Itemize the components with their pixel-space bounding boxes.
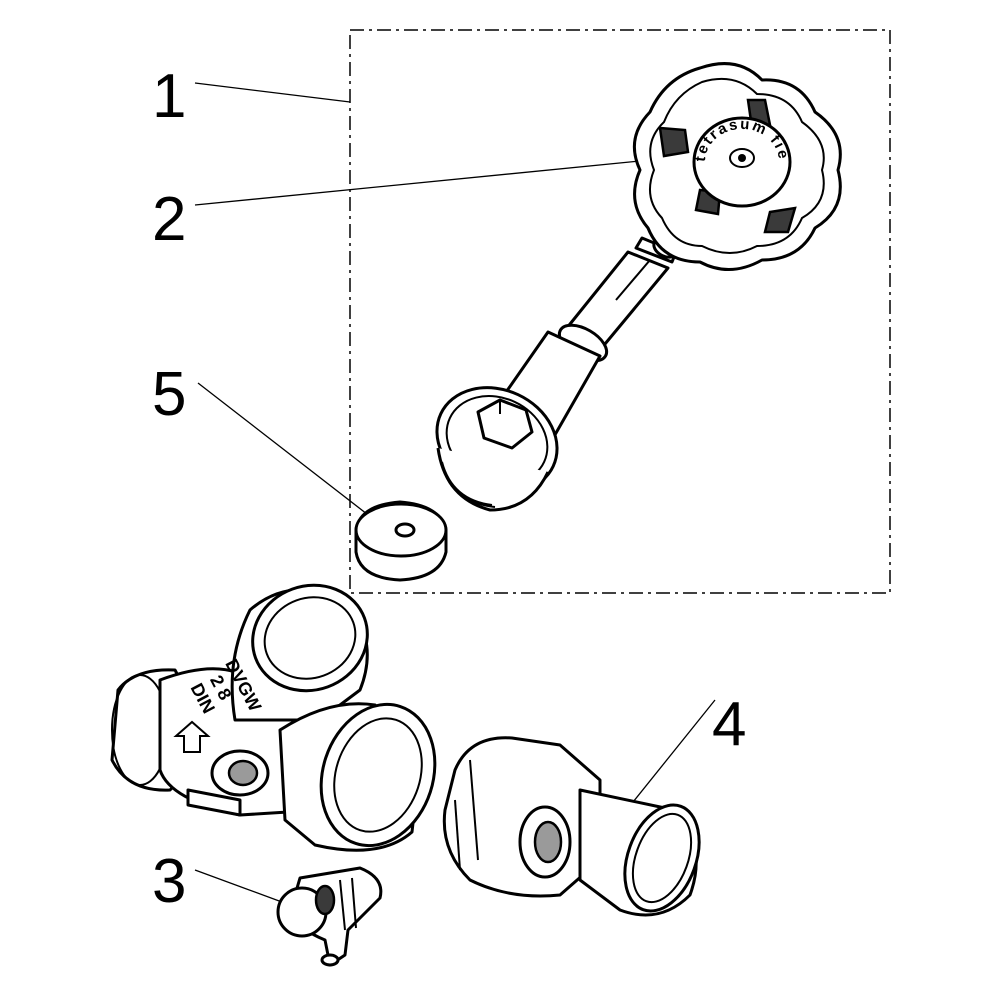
valve-body: DVGW 2 8 DIN <box>110 583 437 852</box>
assembly-boundary <box>349 29 891 594</box>
union-coupling <box>442 736 701 917</box>
callout-1: 1 <box>152 62 186 131</box>
callout-3: 3 <box>152 847 186 916</box>
valve-washer <box>354 500 448 582</box>
callout-5: 5 <box>152 360 186 429</box>
leader-lines <box>194 82 716 906</box>
callout-4: 4 <box>712 690 746 759</box>
drain-cock <box>276 866 383 967</box>
flow-arrow-icon <box>173 720 211 753</box>
valve-spindle-assembly <box>435 236 678 512</box>
handwheel: tetrasum fief <box>0 0 842 272</box>
callout-2: 2 <box>152 185 186 254</box>
